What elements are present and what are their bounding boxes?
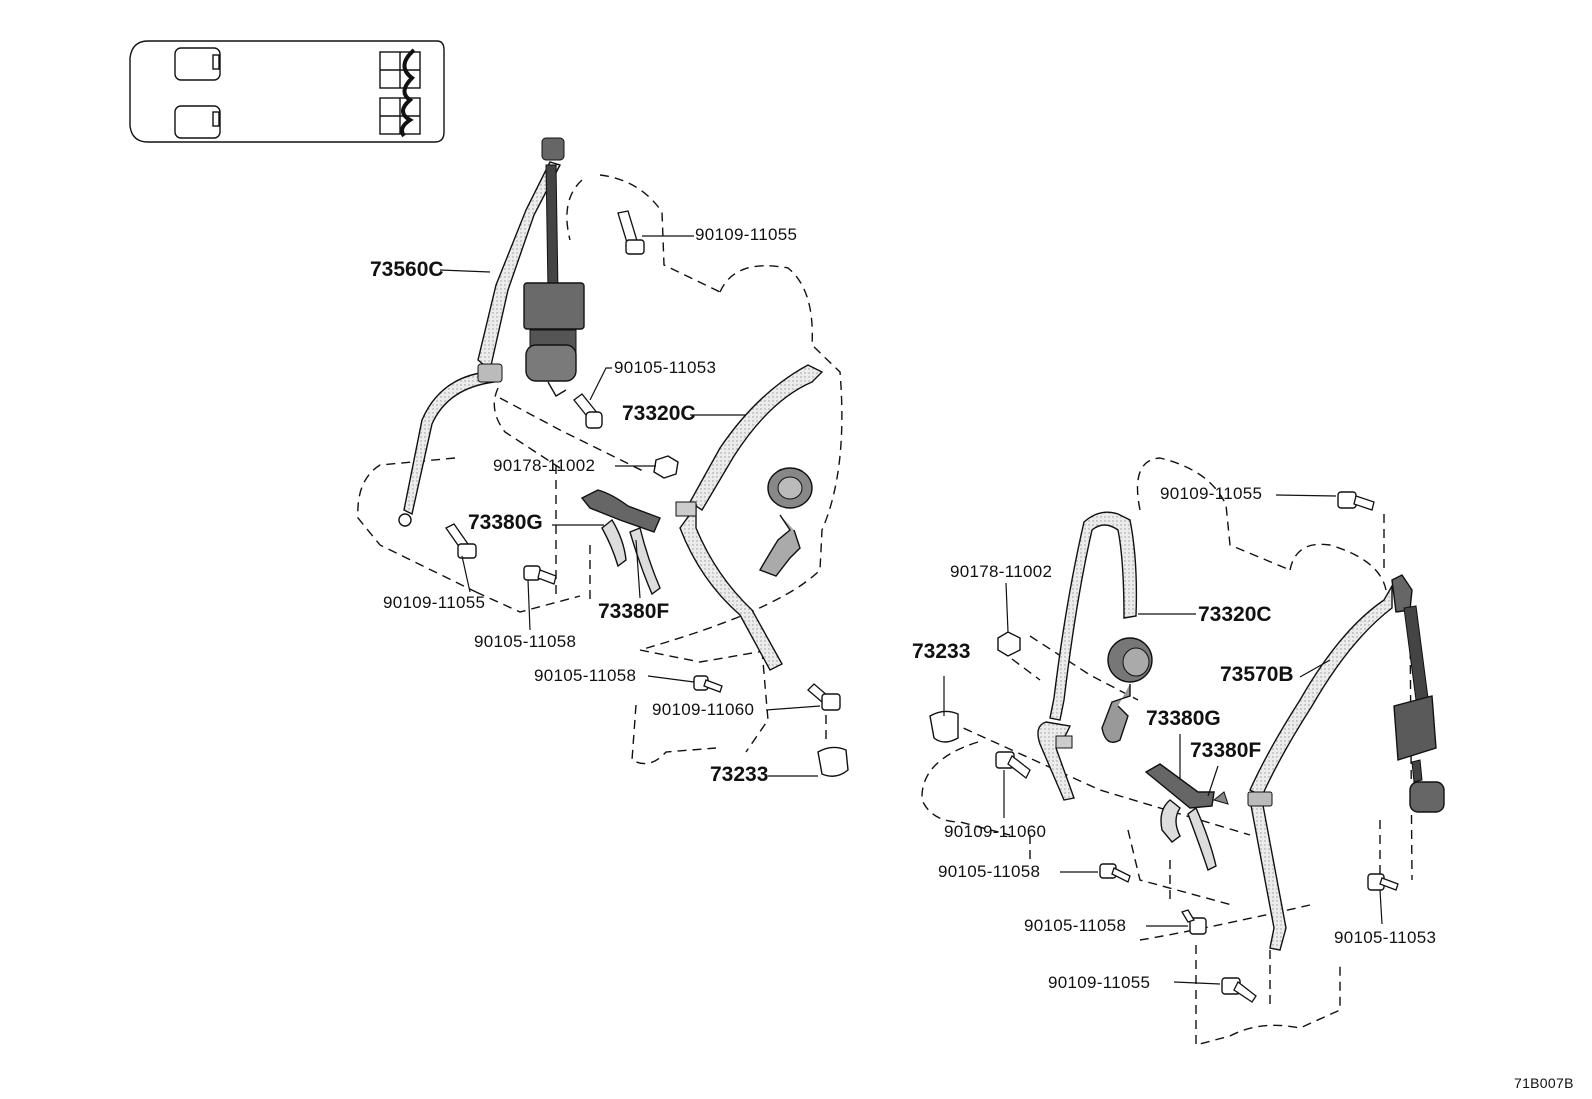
bolt-icon xyxy=(1221,977,1257,1003)
leader-lines-left xyxy=(439,235,821,777)
diagram-code: 71B007B xyxy=(1514,1075,1574,1091)
part-label-73380F: 73380F xyxy=(598,600,670,623)
part-label-73320C: 73320C xyxy=(1198,603,1272,626)
nut-icon xyxy=(653,455,679,479)
part-label-73380F: 73380F xyxy=(1190,739,1262,762)
part-label-90105-11053: 90105-11053 xyxy=(614,358,717,377)
part-label-73570B: 73570B xyxy=(1220,663,1294,686)
part-label-73320C: 73320C xyxy=(622,402,696,425)
part-label-90105-11058: 90105-11058 xyxy=(534,666,637,685)
part-label-90109-11060: 90109-11060 xyxy=(944,822,1047,841)
part-label-73233: 73233 xyxy=(912,640,971,663)
center-belt-73320C xyxy=(675,364,824,671)
nut-icon xyxy=(997,631,1021,657)
outer-belt-73570B xyxy=(1247,574,1445,951)
part-label-73380G: 73380G xyxy=(1146,707,1221,730)
center-belt-73320C-right xyxy=(1037,511,1153,801)
vehicle-location-icon xyxy=(129,40,445,143)
part-label-90178-11002: 90178-11002 xyxy=(493,456,596,475)
bolt-icon xyxy=(693,675,723,693)
part-label-90105-11053: 90105-11053 xyxy=(1334,928,1437,947)
part-label-90178-11002: 90178-11002 xyxy=(950,562,1053,581)
bolt-icon xyxy=(995,751,1031,779)
leader-lines-right xyxy=(943,494,1383,985)
cover-icon xyxy=(929,710,959,743)
bolt-icon xyxy=(523,565,557,585)
buckle-73380 xyxy=(580,489,661,596)
part-label-90105-11058: 90105-11058 xyxy=(1024,916,1127,935)
bolt-icon xyxy=(1367,873,1399,891)
part-label-90105-11058: 90105-11058 xyxy=(938,862,1041,881)
bolt-icon xyxy=(1181,909,1207,935)
part-label-90109-11060: 90109-11060 xyxy=(652,700,755,719)
bolt-icon xyxy=(1099,863,1131,883)
bolt-icon xyxy=(617,210,645,255)
bolt-icon xyxy=(573,393,603,429)
bolt-icon xyxy=(445,523,477,559)
cover-icon xyxy=(817,746,849,777)
part-label-73560C: 73560C xyxy=(370,258,444,281)
bolt-icon xyxy=(1337,491,1375,511)
bolt-icon xyxy=(807,683,841,711)
part-label-90109-11055: 90109-11055 xyxy=(1048,973,1151,992)
right-seat-outline xyxy=(921,457,1413,1046)
buckle-73380-right xyxy=(1144,763,1229,871)
part-label-73233: 73233 xyxy=(710,763,769,786)
part-label-73380G: 73380G xyxy=(468,511,543,534)
part-label-90109-11055: 90109-11055 xyxy=(1160,484,1263,503)
part-label-90109-11055: 90109-11055 xyxy=(383,593,486,612)
part-label-90109-11055: 90109-11055 xyxy=(695,225,798,244)
part-label-90105-11058: 90105-11058 xyxy=(474,632,577,651)
outer-belt-73560C xyxy=(398,137,585,527)
